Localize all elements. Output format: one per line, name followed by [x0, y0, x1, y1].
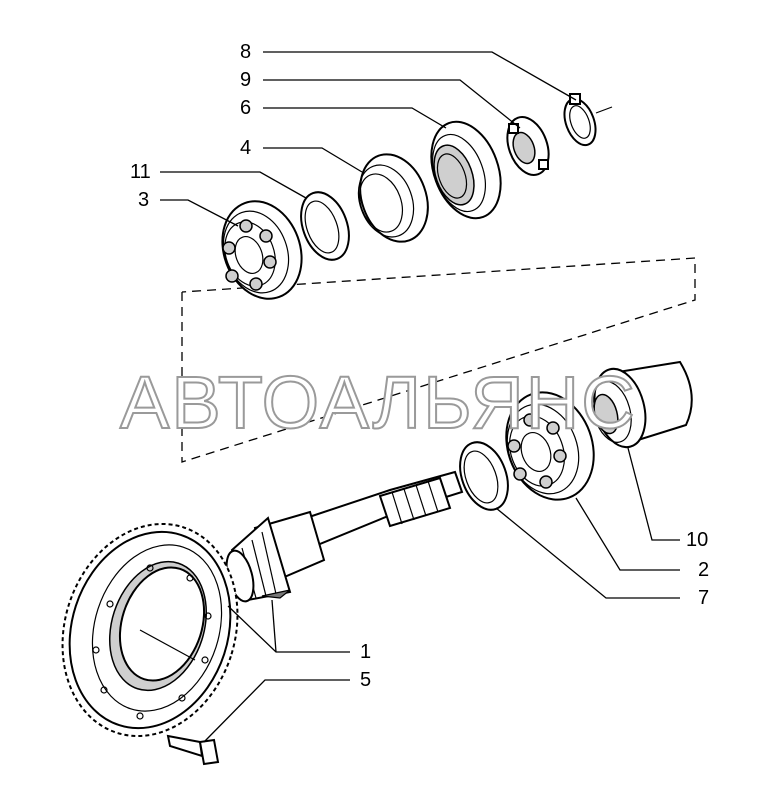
callout-7: 7: [698, 587, 709, 609]
callout-10: 10: [686, 529, 708, 551]
watermark: АВТОАЛЬЯНС: [120, 361, 637, 444]
leader-9: [263, 79, 521, 129]
leader-11: [160, 171, 307, 199]
callout-9: 9: [240, 69, 251, 91]
leader-1: [227, 605, 350, 653]
part-3-roller-bearing: [221, 200, 303, 300]
part-4-cup: [357, 153, 429, 243]
leader-1b: [271, 599, 277, 653]
part-6-bearing: [430, 120, 502, 220]
part-9-nut: [506, 116, 550, 176]
callout-3: 3: [138, 189, 149, 211]
callout-11: 11: [130, 161, 151, 183]
part-5-bolt: [166, 734, 220, 766]
assembly-outline: [181, 257, 696, 463]
part-ring-gear: [61, 522, 239, 738]
part-11-spacer-ring: [300, 191, 350, 261]
callout-5: 5: [360, 669, 371, 691]
part-1-pinion-shaft: [225, 470, 464, 603]
part-8-circlip: [563, 93, 613, 147]
callout-6: 6: [240, 97, 251, 119]
part-10-sleeve: [592, 360, 693, 449]
part-7-shim: [459, 441, 509, 511]
callout-4: 4: [240, 137, 251, 159]
callout-8: 8: [240, 41, 251, 63]
leader-3: [160, 199, 239, 227]
leader-6: [263, 107, 447, 129]
leader-10: [627, 447, 680, 541]
leader-8: [263, 51, 577, 101]
callout-1: 1: [360, 641, 371, 663]
leader-5: [203, 679, 350, 743]
part-2-bearing: [505, 391, 595, 501]
leader-7: [495, 507, 680, 599]
leader-4: [263, 147, 363, 173]
leader-2: [575, 497, 680, 571]
callout-2: 2: [698, 559, 709, 581]
